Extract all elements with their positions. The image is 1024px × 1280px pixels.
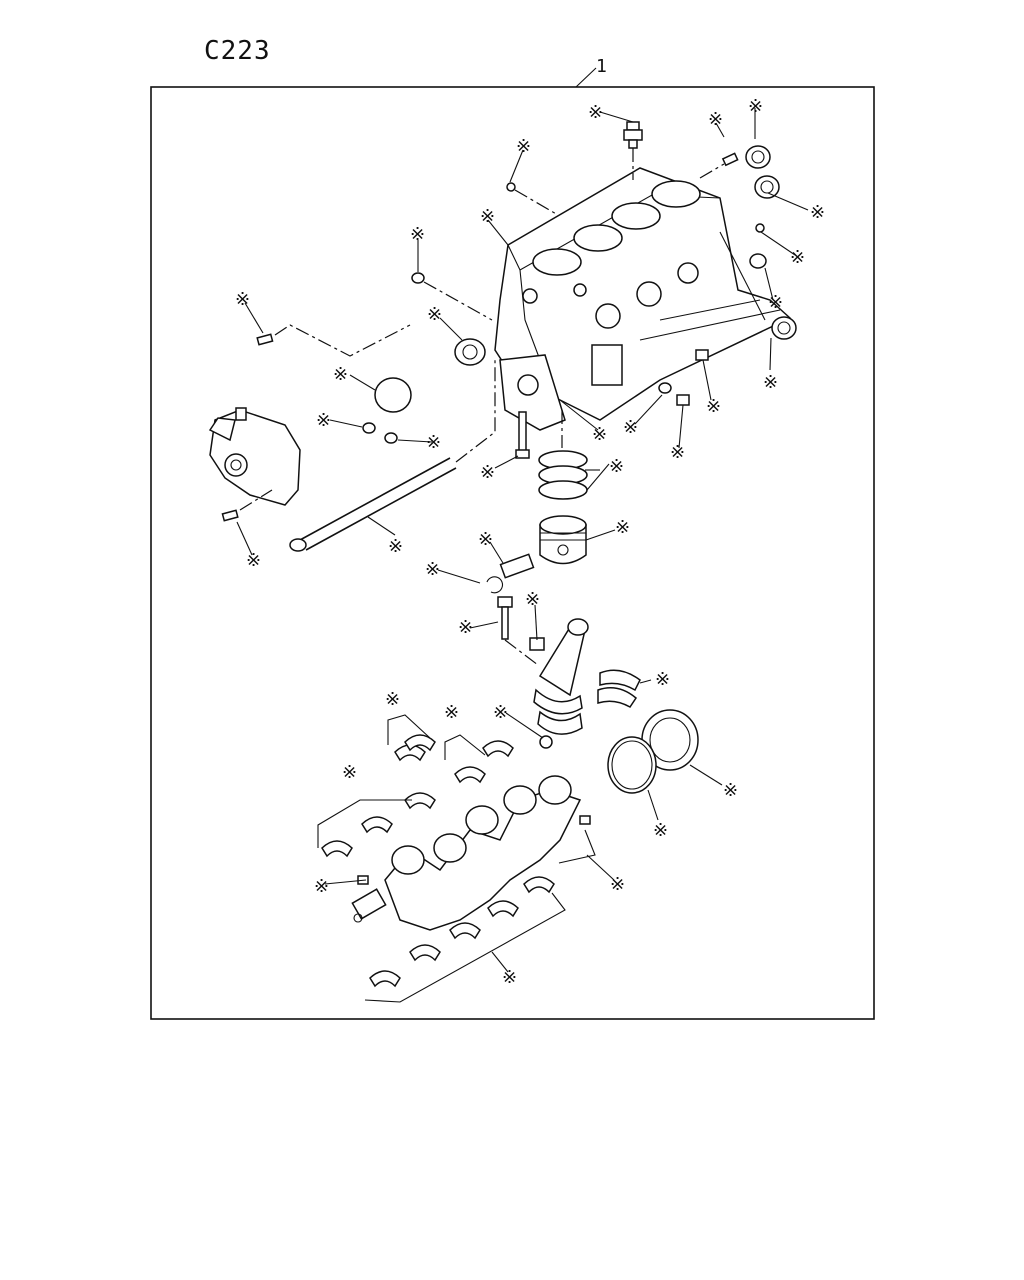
callout-marker: ※ bbox=[708, 109, 723, 130]
oil-seal-rear bbox=[771, 316, 797, 340]
callout-marker: ※ bbox=[768, 292, 783, 313]
nut-top-left bbox=[411, 272, 425, 284]
dowel-pin-left bbox=[256, 333, 274, 346]
o-ring bbox=[607, 736, 657, 794]
cylinder-block bbox=[494, 167, 792, 431]
callout-marker: ※ bbox=[723, 780, 738, 801]
callout-marker: ※ bbox=[516, 136, 531, 157]
expansion-plug bbox=[374, 377, 412, 413]
callout-marker: ※ bbox=[610, 874, 625, 895]
callout-marker: ※ bbox=[316, 410, 331, 431]
callout-marker: ※ bbox=[609, 456, 624, 477]
oil-pressure-switch bbox=[623, 121, 643, 149]
dowel-pin-top-right bbox=[721, 152, 739, 167]
pump-dowel bbox=[221, 509, 239, 522]
seal-ring-upper bbox=[745, 145, 771, 169]
assembly-frame bbox=[150, 86, 875, 1020]
piston-rings bbox=[538, 450, 588, 500]
camshaft-bush bbox=[454, 338, 486, 366]
callout-marker: ※ bbox=[623, 417, 638, 438]
callout-marker: ※ bbox=[655, 669, 670, 690]
bearing-cap-bolt bbox=[515, 411, 530, 459]
leader-lines bbox=[236, 108, 809, 1003]
callout-marker: ※ bbox=[763, 372, 778, 393]
callout-marker: ※ bbox=[493, 702, 508, 723]
page-code: C223 bbox=[204, 36, 271, 66]
callout-marker: ※ bbox=[333, 364, 348, 385]
callout-marker: ※ bbox=[458, 617, 473, 638]
callout-marker: ※ bbox=[444, 702, 459, 723]
callout-marker: ※ bbox=[388, 536, 403, 557]
crankshaft bbox=[351, 775, 582, 931]
callout-marker: ※ bbox=[748, 96, 763, 117]
rear-oil-seal bbox=[641, 709, 699, 771]
top-dowel bbox=[506, 182, 516, 192]
seal-ring-middle bbox=[754, 175, 780, 199]
callout-marker: ※ bbox=[592, 424, 607, 445]
callout-marker: ※ bbox=[425, 559, 440, 580]
callout-marker: ※ bbox=[385, 689, 400, 710]
callout-marker: ※ bbox=[502, 967, 517, 988]
snap-ring bbox=[486, 576, 504, 594]
bush-right bbox=[749, 253, 767, 269]
callout-marker: ※ bbox=[790, 247, 805, 268]
callout-marker: ※ bbox=[670, 442, 685, 463]
callout-marker: ※ bbox=[588, 102, 603, 123]
con-rod-nut bbox=[539, 735, 553, 749]
callout-marker: ※ bbox=[480, 206, 495, 227]
callout-marker: ※ bbox=[314, 876, 329, 897]
callout-marker: ※ bbox=[342, 762, 357, 783]
piston-pin bbox=[499, 553, 535, 579]
callout-marker: ※ bbox=[246, 550, 261, 571]
oil-gauge-tube bbox=[289, 457, 457, 552]
callout-marker: ※ bbox=[410, 224, 425, 245]
con-rod-bearing bbox=[597, 669, 641, 708]
callout-markers: ※ ※ ※ ※ ※ ※ ※ ※ ※ ※ ※ ※ ※ ※ ※ ※ ※ ※ ※ ※ … bbox=[235, 96, 825, 988]
callout-marker: ※ bbox=[480, 462, 495, 483]
callout-marker: ※ bbox=[653, 820, 668, 841]
item-leader bbox=[575, 67, 597, 88]
piston bbox=[539, 515, 587, 565]
callout-marker: ※ bbox=[235, 289, 250, 310]
assembly-item-number: 1 bbox=[596, 56, 607, 77]
pump-plug bbox=[362, 422, 398, 444]
callout-marker: ※ bbox=[615, 517, 630, 538]
callout-marker: ※ bbox=[706, 396, 721, 417]
connecting-rod bbox=[533, 618, 589, 735]
callout-marker: ※ bbox=[427, 304, 442, 325]
water-pump bbox=[208, 407, 301, 506]
main-bearing-upper bbox=[321, 734, 514, 858]
callout-marker: ※ bbox=[810, 202, 825, 223]
plug-bolt-lower-right bbox=[658, 349, 709, 406]
callout-marker: ※ bbox=[478, 529, 493, 550]
main-bearing-lower bbox=[369, 876, 555, 988]
callout-marker: ※ bbox=[525, 589, 540, 610]
con-rod-bolt bbox=[497, 596, 513, 640]
callout-marker: ※ bbox=[426, 432, 441, 453]
plug-right bbox=[755, 223, 765, 233]
